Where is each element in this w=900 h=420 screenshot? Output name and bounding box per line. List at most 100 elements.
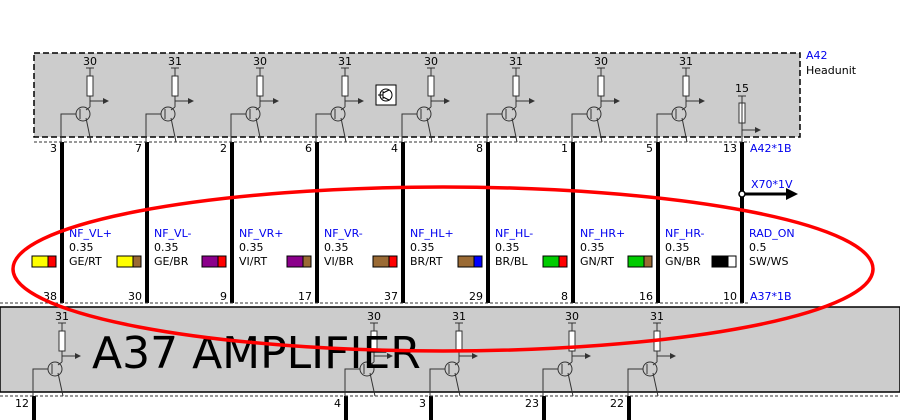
- resistor-symbol: [341, 75, 349, 97]
- amplifier-bottom-pin-label: 3: [419, 397, 426, 410]
- wire-gauge-label: 0.35: [154, 241, 179, 254]
- wires-layer: [32, 142, 798, 420]
- wire-color-swatch-primary: [711, 255, 729, 268]
- amplifier-pin-label: 29: [469, 290, 483, 303]
- highlight-ellipse: [11, 185, 875, 353]
- signal-name-label: NF_VR+: [239, 227, 283, 240]
- supply-label: 30: [565, 310, 579, 323]
- output-stage: 31: [486, 55, 535, 143]
- amplifier-stage: 31: [32, 310, 81, 397]
- wire-gauge-label: 0.35: [69, 241, 94, 254]
- wire-color-swatch-primary: [201, 255, 219, 268]
- splice-point: [738, 190, 746, 198]
- wire-color-code-label: GN/BR: [665, 255, 701, 268]
- output-stage: 30: [230, 55, 279, 143]
- branch-arrow-icon: [786, 188, 798, 200]
- headunit-pin-label: 7: [135, 142, 142, 155]
- supply-label: 31: [168, 55, 182, 68]
- supply-label: 31: [650, 310, 664, 323]
- supply-label: 30: [594, 55, 608, 68]
- headunit-connector-label: A42*1B: [750, 142, 792, 155]
- signal-name-label: RAD_ON: [749, 227, 795, 240]
- supply-label: 31: [679, 55, 693, 68]
- amplifier-connector-label: A37*1B: [750, 290, 792, 303]
- amplifier-pin-label: 9: [220, 290, 227, 303]
- wire-color-swatch-primary: [542, 255, 560, 268]
- amplifier-stage: 31: [429, 310, 478, 397]
- amplifier-stage: 30: [344, 310, 393, 397]
- amplifier-bottom-pin-label: 23: [525, 397, 539, 410]
- supply-label: 30: [83, 55, 97, 68]
- supply-label: 31: [55, 310, 69, 323]
- wire-color-swatch-primary: [457, 255, 475, 268]
- amplifier-pin-label: 17: [298, 290, 312, 303]
- amplifier-bottom-pin-label: 4: [334, 397, 341, 410]
- headunit-pin-label: 13: [723, 142, 737, 155]
- amplifier-components: 31 30 31 30 31: [32, 310, 676, 397]
- signal-name-label: NF_VL+: [69, 227, 112, 240]
- wire-color-code-label: VI/RT: [239, 255, 267, 268]
- supply-label: 30: [424, 55, 438, 68]
- output-stage: 31: [315, 55, 364, 143]
- wire-color-swatch-stripe: [727, 255, 737, 268]
- output-stage: 31: [145, 55, 194, 143]
- resistor-symbol: [455, 330, 463, 352]
- signal-name-label: NF_VL-: [154, 227, 192, 240]
- wire-color-code-label: GE/BR: [154, 255, 189, 268]
- wire-color-code-label: BR/BL: [495, 255, 528, 268]
- resistor-symbol: [58, 330, 66, 352]
- wire-gauge-label: 0.35: [324, 241, 349, 254]
- wire-gauge-label: 0.35: [239, 241, 264, 254]
- supply-label: 30: [367, 310, 381, 323]
- headunit-components: 30 31 30 31 30 31 30 31 15: [60, 55, 761, 143]
- headunit-pin-label: 4: [391, 142, 398, 155]
- wire-gauge-label: 0.35: [495, 241, 520, 254]
- signal-name-label: NF_VR-: [324, 227, 363, 240]
- wire-color-swatch-stripe: [643, 255, 653, 268]
- headunit-box[interactable]: [33, 52, 801, 138]
- headunit-pin-label: 2: [220, 142, 227, 155]
- resistor-symbol: [597, 75, 605, 97]
- amplifier-pin-label: 16: [639, 290, 653, 303]
- resistor-symbol: [512, 75, 520, 97]
- wire-color-swatch-stripe: [217, 255, 227, 268]
- amplifier-title: A37 AMPLIFIER: [92, 328, 421, 379]
- supply-label: 15: [735, 82, 749, 95]
- wire-gauge-label: 0.35: [410, 241, 435, 254]
- amplifier-pin-label: 10: [723, 290, 737, 303]
- wire-gauge-label: 0.5: [749, 241, 767, 254]
- signal-name-label: NF_HL-: [495, 227, 533, 240]
- headunit-pin-label: 3: [50, 142, 57, 155]
- resistor-symbol: [682, 75, 690, 97]
- resistor-symbol: [256, 75, 264, 97]
- transistor-icon: [375, 84, 397, 106]
- wire-color-swatch-stripe: [558, 255, 568, 268]
- amplifier-pin-label: 37: [384, 290, 398, 303]
- resistor-symbol: [86, 75, 94, 97]
- headunit-pin-label: 1: [561, 142, 568, 155]
- wire-color-swatch-stripe: [388, 255, 398, 268]
- output-stage: 31: [656, 55, 705, 143]
- wire-color-code-label: GE/RT: [69, 255, 102, 268]
- headunit-id: A42: [806, 49, 828, 62]
- signal-name-label: NF_HR-: [665, 227, 705, 240]
- supply-label: 30: [253, 55, 267, 68]
- headunit-pin-label: 8: [476, 142, 483, 155]
- wire-color-swatch-primary: [286, 255, 304, 268]
- wire-color-swatch-stripe: [132, 255, 142, 268]
- supply-label: 31: [509, 55, 523, 68]
- output-stage: 30: [571, 55, 620, 143]
- headunit-name: Headunit: [806, 64, 857, 77]
- amplifier-bottom-pin-label: 12: [15, 397, 29, 410]
- headunit-pin-label: 6: [305, 142, 312, 155]
- resistor-symbol: [171, 75, 179, 97]
- wire-color-swatch-primary: [31, 255, 49, 268]
- resistor-symbol: [427, 75, 435, 97]
- wire-color-code-label: SW/WS: [749, 255, 788, 268]
- amplifier-pin-label: 8: [561, 290, 568, 303]
- wire-color-swatch-primary: [372, 255, 390, 268]
- wire-color-swatch-stripe: [47, 255, 57, 268]
- rad-on-branch-label: X70*1V: [751, 178, 793, 191]
- output-stage: 30: [60, 55, 109, 143]
- wire-color-swatch-stripe: [473, 255, 483, 268]
